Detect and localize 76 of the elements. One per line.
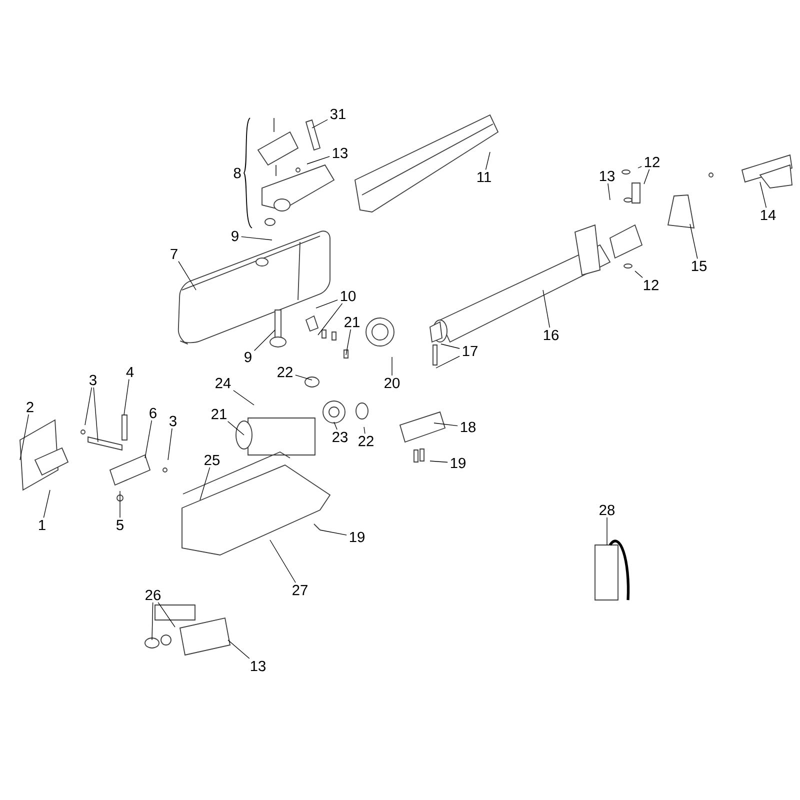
leader-line xyxy=(200,467,210,500)
leader-line xyxy=(436,356,460,368)
callout-number: 17 xyxy=(462,346,478,356)
callout-number: 14 xyxy=(760,210,776,220)
callout-number: 1 xyxy=(39,520,46,530)
leader-line xyxy=(644,169,650,184)
leader-line xyxy=(690,224,698,259)
leader-line xyxy=(485,152,490,170)
leader-line xyxy=(124,378,130,416)
leader-line xyxy=(634,270,643,278)
leader-line xyxy=(364,426,366,434)
leader-line xyxy=(638,166,642,168)
callout-number: 3 xyxy=(169,416,176,426)
leader-line xyxy=(20,414,29,460)
callout-number: 28 xyxy=(600,504,614,516)
leader-line xyxy=(227,421,244,436)
callout-number: 21 xyxy=(212,408,226,420)
leader-line xyxy=(43,490,50,518)
leader-line xyxy=(241,236,272,240)
callout-number: 26 xyxy=(146,590,160,600)
leader-line xyxy=(84,387,92,426)
leader-line xyxy=(334,422,338,430)
leader-line xyxy=(440,344,460,349)
callout-number: 11 xyxy=(478,172,491,182)
callout-number: 9 xyxy=(232,230,238,242)
callout-number: 10 xyxy=(340,290,356,302)
leader-line xyxy=(760,182,767,208)
callout-number: 13 xyxy=(600,170,614,182)
leader-line xyxy=(316,300,338,308)
leader-line xyxy=(168,428,172,460)
leader-line xyxy=(542,290,550,328)
leader-line xyxy=(144,420,152,458)
leader-line xyxy=(93,387,98,442)
callout-number: 2 xyxy=(26,402,34,412)
leader-line xyxy=(608,183,610,200)
leader-line xyxy=(318,303,343,336)
callout-number: 22 xyxy=(278,366,292,378)
callout-number: 25 xyxy=(204,454,220,466)
leader-line xyxy=(430,460,448,463)
callout-number: 8 xyxy=(234,168,241,178)
leader-line xyxy=(312,119,328,128)
leader-line xyxy=(233,390,254,406)
callout-number: 12 xyxy=(644,156,660,168)
callout-number: 15 xyxy=(692,260,707,272)
leader-line xyxy=(434,422,458,426)
callout-number: 16 xyxy=(544,330,558,340)
leader-line xyxy=(270,540,296,583)
callout-number: 31 xyxy=(330,108,346,120)
leader-line xyxy=(295,374,312,380)
callout-number: 21 xyxy=(344,316,360,328)
callout-number: 13 xyxy=(332,148,348,158)
callout-number: 13 xyxy=(250,660,266,672)
callout-number: 7 xyxy=(170,248,178,260)
leader-line xyxy=(306,156,330,164)
callout-number: 24 xyxy=(216,378,231,388)
callout-number: 5 xyxy=(116,520,124,530)
callout-number: 20 xyxy=(384,378,400,388)
callout-number: 22 xyxy=(358,436,374,446)
callout-number: 3 xyxy=(89,374,96,386)
leader-line xyxy=(178,260,196,290)
callout-number: 9 xyxy=(244,352,252,362)
callout-number: 27 xyxy=(292,584,308,596)
callout-number: 12 xyxy=(644,280,658,290)
callout-number: 19 xyxy=(350,532,364,542)
callout-number: 23 xyxy=(332,432,348,442)
leader-line xyxy=(606,517,608,546)
leader-line xyxy=(228,640,250,659)
leader-line xyxy=(346,329,351,356)
callout-number: 18 xyxy=(460,422,476,432)
callout-number: 19 xyxy=(450,458,466,468)
leader-line xyxy=(320,530,347,536)
callout-number: 4 xyxy=(126,366,134,378)
leader-line xyxy=(254,330,276,351)
callout-number: 6 xyxy=(150,408,156,418)
leader-line xyxy=(158,602,176,628)
leader-line xyxy=(152,602,154,640)
